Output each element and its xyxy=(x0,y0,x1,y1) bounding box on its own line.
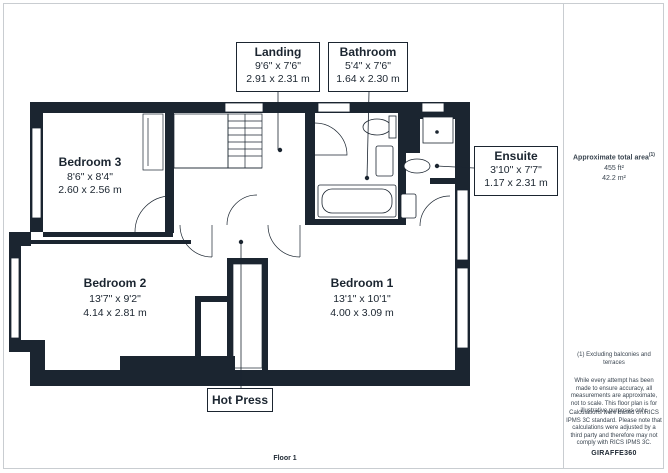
hotpress-name: Hot Press xyxy=(211,393,269,407)
total-area-marker: (1) xyxy=(648,152,655,158)
ensuite-metric: 1.17 x 2.31 m xyxy=(484,177,548,189)
ensuite-toilet xyxy=(403,158,431,174)
window-bedroom2 xyxy=(10,257,20,339)
window-landing xyxy=(224,102,264,113)
landing-callout: Landing 9'6" x 7'6" 2.91 x 2.31 m xyxy=(236,42,320,92)
bedroom3-metric: 2.60 x 2.56 m xyxy=(58,184,122,196)
ensuite-callout: Ensuite 3'10" x 7'7" 1.17 x 2.31 m xyxy=(474,146,558,196)
door-bathroom xyxy=(314,122,348,156)
window-bedroom3 xyxy=(31,127,42,219)
ensuite-pillar xyxy=(398,113,420,153)
bedroom1-imperial: 13'1" x 10'1" xyxy=(333,293,391,305)
calculation-note: Calculations were based on RICS IPMS 3C … xyxy=(566,410,662,446)
hotpress-top-wall xyxy=(227,258,267,264)
bathroom-fittings xyxy=(317,115,454,219)
bedroom3-bottom-wall xyxy=(43,232,173,237)
door-bedroom2 xyxy=(179,224,213,258)
hotpress-shelves xyxy=(232,263,263,369)
door-bedroom3 xyxy=(134,195,172,233)
bedroom3-right-wall xyxy=(165,113,174,233)
bottom-wall xyxy=(30,370,470,386)
window-bedroom1-lower xyxy=(456,267,469,349)
ensuite-shower xyxy=(422,116,454,144)
bathroom-bottom-wall xyxy=(305,219,405,225)
door-ensuite xyxy=(419,195,451,227)
area-ft: 455 ft² xyxy=(604,165,624,173)
bedroom3-imperial: 8'6" x 8'4" xyxy=(67,171,113,183)
ensuite-name: Ensuite xyxy=(494,149,538,163)
ensuite-left-wall xyxy=(398,150,406,225)
giraffe360-logo: GIRAFFE360 xyxy=(591,450,637,457)
bedroom1-name: Bedroom 1 xyxy=(330,276,394,290)
hotpress-right-wall xyxy=(262,258,268,373)
stair-landing xyxy=(173,113,229,169)
bathroom-callout: Bathroom 5'4" x 7'6" 1.64 x 2.30 m xyxy=(328,42,408,92)
landing-right-wall xyxy=(305,113,315,223)
hotpress-left-wall xyxy=(227,258,233,373)
hotpress-callout: Hot Press xyxy=(207,388,273,412)
window-ensuite xyxy=(421,102,445,113)
door-bedroom1 xyxy=(267,224,301,258)
bedroom3-wardrobe xyxy=(142,113,164,171)
leader-lines xyxy=(240,91,475,388)
bedroom2-top-wall xyxy=(21,240,191,244)
cupboard-left-wall xyxy=(195,296,201,356)
ensuite-imperial: 3'10" x 7'7" xyxy=(490,164,542,176)
landing-imperial: 9'6" x 7'6" xyxy=(255,60,301,72)
sidebar-divider xyxy=(563,3,564,469)
bathroom-imperial: 5'4" x 7'6" xyxy=(345,60,391,72)
bathroom-metric: 1.64 x 2.30 m xyxy=(336,73,400,85)
page-frame xyxy=(3,3,664,469)
ensuite-basin xyxy=(400,193,417,219)
total-area-block: Approximate total area(1) 455 ft² 42.2 m… xyxy=(566,152,662,184)
ensuite-bottom-wall xyxy=(430,178,458,184)
bedroom2-bottom-block xyxy=(120,356,235,372)
window-bedroom1-upper xyxy=(456,189,469,261)
bedroom1-metric: 4.00 x 3.09 m xyxy=(330,307,394,319)
landing-metric: 2.91 x 2.31 m xyxy=(246,73,310,85)
floor-label: Floor 1 xyxy=(273,455,297,462)
disclaimer: While every attempt has been made to ens… xyxy=(570,378,658,414)
doors xyxy=(134,122,451,258)
bedroom2-name: Bedroom 2 xyxy=(83,276,147,290)
stairs xyxy=(142,113,263,369)
windows xyxy=(10,102,469,349)
bathroom-toilet xyxy=(362,118,392,136)
bedroom2-metric: 4.14 x 2.81 m xyxy=(83,307,147,319)
area-m: 42.2 m² xyxy=(602,175,626,183)
ensuite-top-ledge xyxy=(418,113,458,119)
bathroom-name: Bathroom xyxy=(339,45,397,59)
door-hotpress xyxy=(226,194,258,226)
bathroom-basin xyxy=(375,145,394,177)
total-area-title: Approximate total area xyxy=(573,154,649,162)
window-bathroom xyxy=(317,102,351,113)
walls xyxy=(9,102,470,386)
cupboard-top-wall xyxy=(195,296,230,302)
bedroom3-name: Bedroom 3 xyxy=(58,155,122,169)
footnote: (1) Excluding balconies and terraces xyxy=(577,352,651,366)
bedroom2-imperial: 13'7" x 9'2" xyxy=(89,293,141,305)
landing-name: Landing xyxy=(254,45,302,59)
